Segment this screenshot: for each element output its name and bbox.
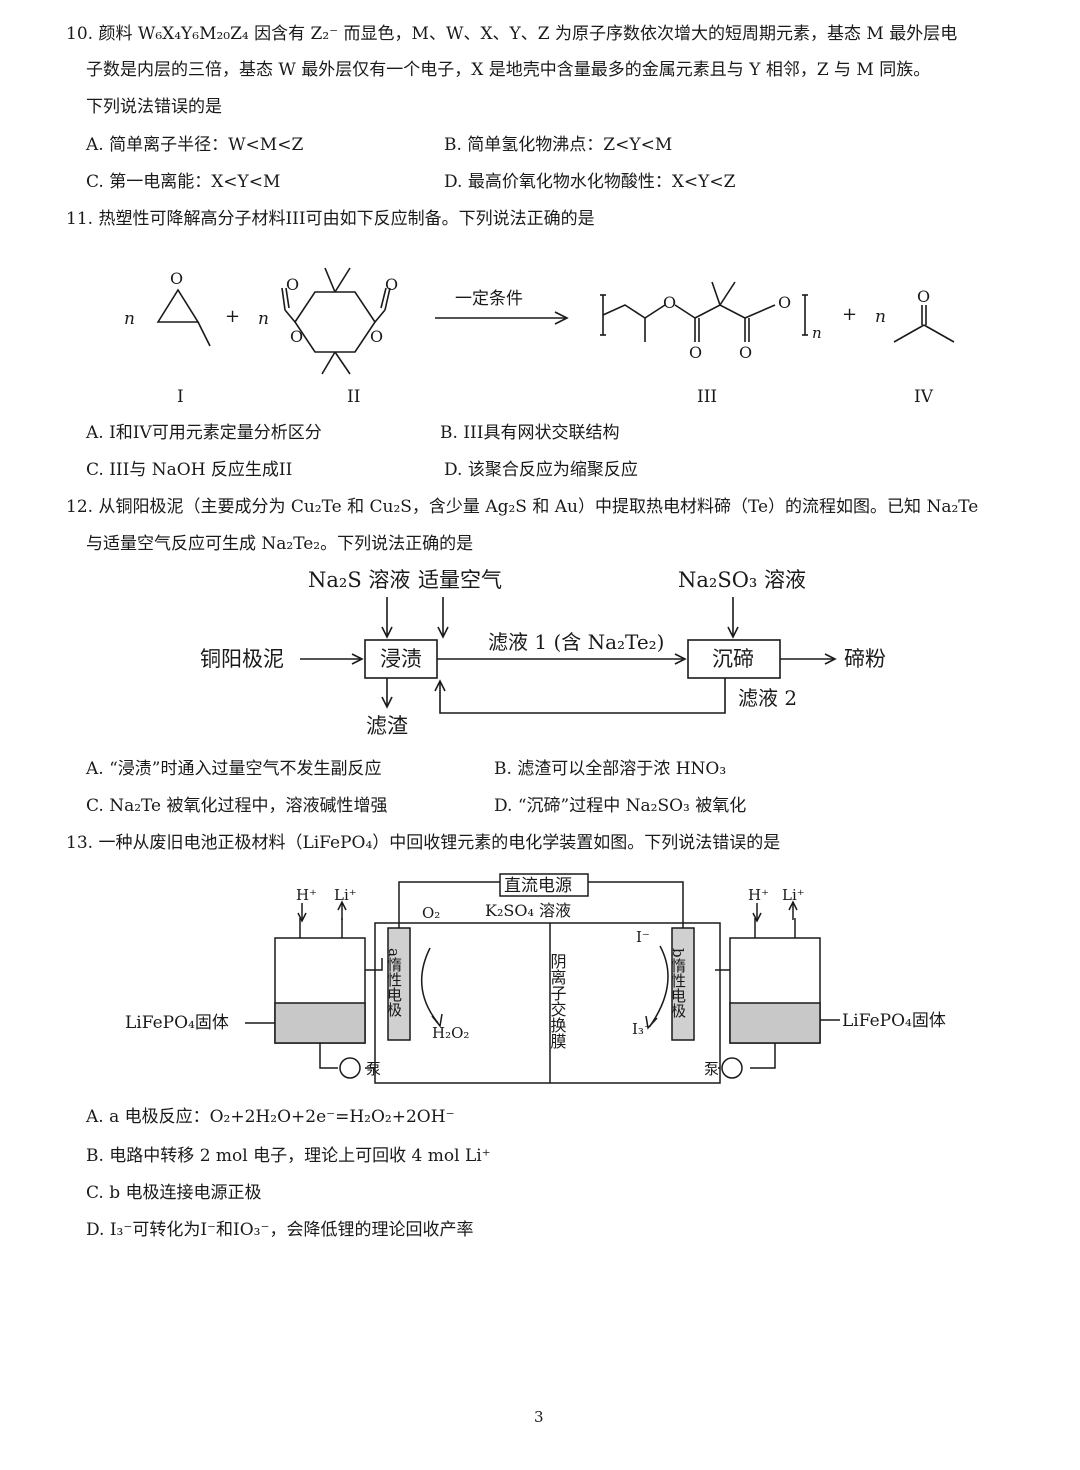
svg-text:O: O <box>290 327 303 346</box>
q10-option-c: C. 第一电离能：X<Y<M <box>86 172 281 192</box>
q13-o2: O₂ <box>422 904 440 922</box>
q13-electrode-b: b惰性电极 <box>669 948 687 1018</box>
q11-plus-1: + <box>225 306 240 327</box>
q12-option-d: D. “沉碲”过程中 Na₂SO₃ 被氧化 <box>494 796 747 816</box>
svg-text:O: O <box>385 275 398 294</box>
q12-filtrate-2: 滤液 2 <box>738 686 797 710</box>
q11-label-IV: IV <box>914 387 934 407</box>
q13-option-b: B. 电路中转移 2 mol 电子，理论上可回收 4 mol Li⁺ <box>86 1146 491 1166</box>
q11-option-d: D. 该聚合反应为缩聚反应 <box>444 460 638 480</box>
q11-n-3: n <box>812 324 822 342</box>
q11-option-c: C. III与 NaOH 反应生成II <box>86 460 293 480</box>
q13-h-ion-right: H⁺ <box>748 886 769 904</box>
svg-text:O: O <box>739 343 752 362</box>
q13-solid-right: LiFePO₄固体 <box>842 1011 946 1031</box>
q11-label-II: II <box>347 387 360 407</box>
q11-option-b: B. III具有网状交联结构 <box>440 423 620 443</box>
q13-option-a: A. a 电极反应：O₂+2H₂O+2e⁻=H₂O₂+2OH⁻ <box>86 1107 455 1127</box>
q12-start: 铜阳极泥 <box>200 647 284 671</box>
q12-line1: 12. 从铜阳极泥（主要成分为 Cu₂Te 和 Cu₂S，含少量 Ag₂S 和 … <box>66 497 979 517</box>
page-number: 3 <box>534 1408 544 1426</box>
q11-n-1: n <box>124 309 135 329</box>
q12-box-leach: 浸渍 <box>380 647 422 671</box>
q13-li-ion-right: Li⁺ <box>782 886 805 904</box>
q13-electrolyte: K₂SO₄ 溶液 <box>485 901 571 920</box>
q10-option-b: B. 简单氢化物沸点：Z<Y<M <box>444 135 673 155</box>
q13-h2o2: H₂O₂ <box>432 1024 469 1042</box>
q13-stem: 13. 一种从废旧电池正极材料（LiFePO₄）中回收锂元素的电化学装置如图。下… <box>66 833 781 853</box>
q13-option-d: D. I₃⁻可转化为I⁻和IO₃⁻，会降低锂的理论回收产率 <box>86 1220 474 1240</box>
svg-text:O: O <box>286 275 299 294</box>
q11-reaction-scheme: n O + n O O O O 一定条件 O O O O n + n O I I… <box>124 267 955 407</box>
q13-pump-left: 泵 <box>366 1060 381 1078</box>
q13-iodide: I⁻ <box>636 928 650 946</box>
svg-text:O: O <box>778 293 791 312</box>
q12-input-na2s: Na₂S 溶液 <box>308 568 410 592</box>
q11-plus-2: + <box>842 304 857 325</box>
q11-label-I: I <box>177 387 184 407</box>
q12-filtrate-1: 滤液 1 (含 Na₂Te₂) <box>488 630 664 654</box>
svg-text:O: O <box>689 343 702 362</box>
q10-line2: 子数是内层的三倍，基态 W 最外层仅有一个电子，X 是地壳中含量最多的金属元素且… <box>86 60 931 80</box>
q13-h-ion-left: H⁺ <box>296 886 317 904</box>
q12-option-b: B. 滤渣可以全部溶于浓 HNO₃ <box>494 759 727 779</box>
q12-input-air: 适量空气 <box>418 568 502 592</box>
svg-text:O: O <box>663 293 676 312</box>
q11-option-a: A. I和IV可用元素定量分析区分 <box>86 423 322 443</box>
q12-product: 碲粉 <box>844 647 886 671</box>
q13-membrane: 阴离子交换膜 <box>548 953 567 1050</box>
q11-stem: 11. 热塑性可降解高分子材料III可由如下反应制备。下列说法正确的是 <box>66 209 595 229</box>
q13-triiodide: I₃⁻ <box>632 1020 652 1038</box>
q10-option-d: D. 最高价氧化物水化物酸性：X<Y<Z <box>444 172 736 192</box>
svg-text:O: O <box>170 269 183 288</box>
svg-text:O: O <box>917 287 930 306</box>
q12-residue: 滤渣 <box>366 714 408 738</box>
q11-condition: 一定条件 <box>455 289 523 309</box>
q12-box-precipitate: 沉碲 <box>712 647 754 671</box>
q12-line2: 与适量空气反应可生成 Na₂Te₂。下列说法正确的是 <box>86 534 474 554</box>
q13-pump-right: 泵 <box>704 1060 719 1078</box>
q11-n-4: n <box>875 307 886 327</box>
q12-input-na2so3: Na₂SO₃ 溶液 <box>678 568 806 592</box>
q10-line1: 10. 颜料 W₆X₄Y₆M₂₀Z₄ 因含有 Z₂⁻ 而显色，M、W、X、Y、Z… <box>66 24 958 44</box>
q11-label-III: III <box>697 387 717 407</box>
q13-device-diagram: 直流电源 K₂SO₄ 溶液 O₂ H₂O₂ I⁻ I₃⁻ H⁺ Li⁺ H⁺ L… <box>125 873 946 1084</box>
q13-li-ion-left: Li⁺ <box>334 886 357 904</box>
q12-flowchart: Na₂S 溶液 适量空气 Na₂SO₃ 溶液 铜阳极泥 浸渍 滤液 1 (含 N… <box>200 568 886 738</box>
q12-option-a: A. “浸渍”时通入过量空气不发生副反应 <box>86 759 382 779</box>
q13-power-source: 直流电源 <box>504 876 572 896</box>
q10-option-a: A. 简单离子半径：W<M<Z <box>86 135 304 155</box>
q11-n-2: n <box>258 309 269 329</box>
svg-text:O: O <box>370 327 383 346</box>
q13-option-c: C. b 电极连接电源正极 <box>86 1183 262 1203</box>
q13-solid-left: LiFePO₄固体 <box>125 1013 229 1033</box>
q13-electrode-a: a惰性电极 <box>385 948 403 1017</box>
q10-line3: 下列说法错误的是 <box>86 97 222 117</box>
q12-option-c: C. Na₂Te 被氧化过程中，溶液碱性增强 <box>86 796 388 816</box>
